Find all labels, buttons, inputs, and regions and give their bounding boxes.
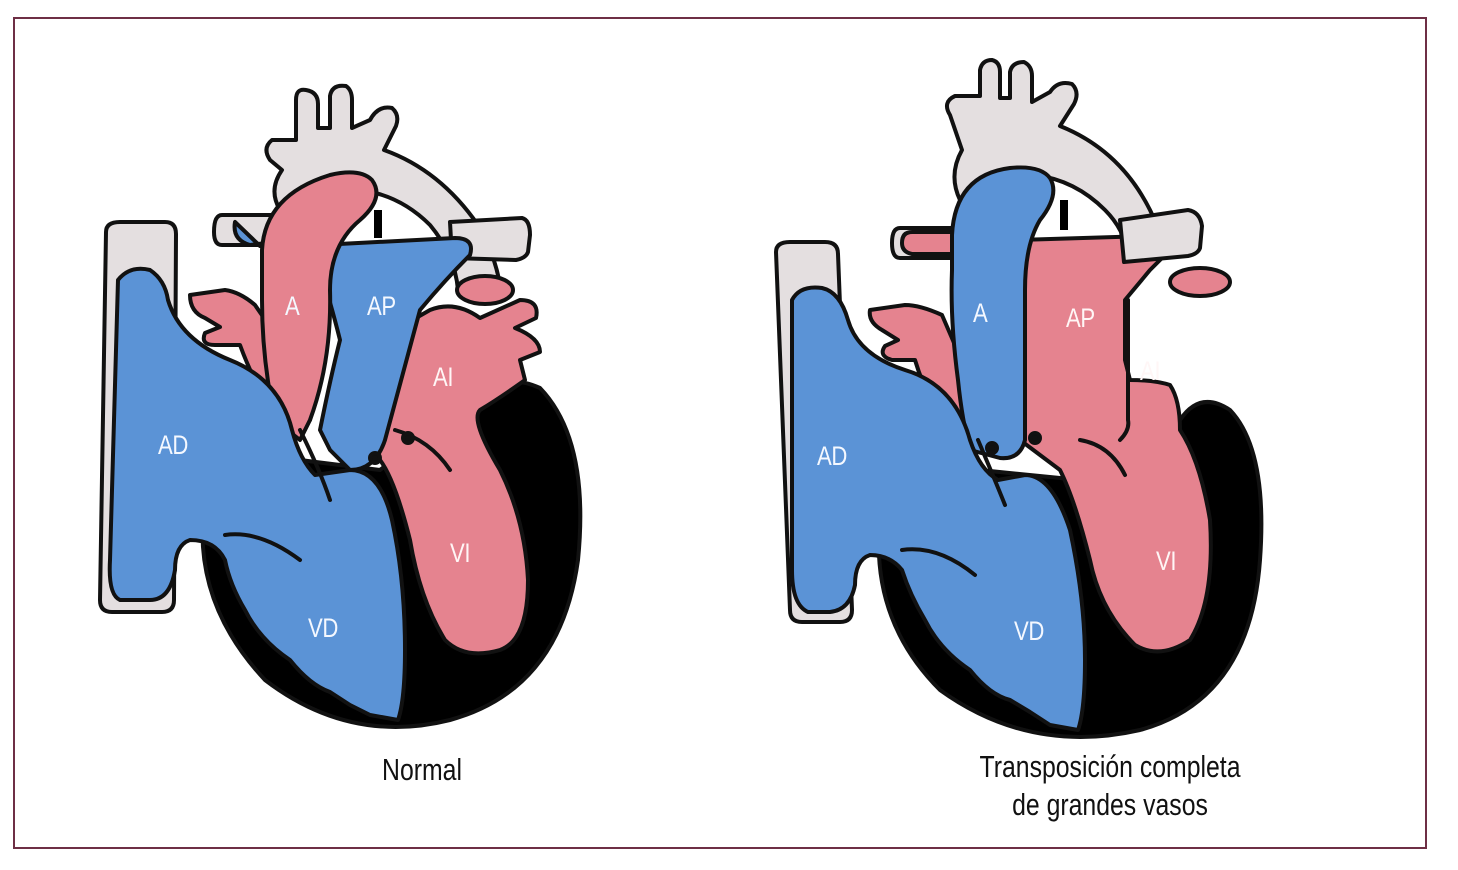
septum-line [298,428,332,502]
label-right-ventricle: VD [1014,616,1044,646]
label-left-atrium: AI [433,362,454,392]
valve-dot [401,431,415,445]
caption-line: Normal [382,752,462,787]
left-pulmonary-branch [1118,208,1204,264]
mitral-line [393,428,452,472]
mitral-line [1078,438,1127,477]
aorta [949,165,1056,461]
left-pulmonary-vein-end [1168,266,1232,298]
right-heart-blue [790,285,1087,732]
right-heart-blue [107,266,407,722]
label-left-atrium: AI [1140,356,1161,386]
label-right-ventricle: VD [308,613,338,643]
normal-heart-diagram [98,83,583,729]
caption-line: de grandes vasos [1012,787,1208,822]
label-aorta: A [285,291,300,321]
label-aorta: A [973,298,988,328]
valve-dot [985,441,999,455]
caption-transposition: Transposición completa de grandes vasos [950,748,1270,824]
label-left-ventricle: VI [1156,546,1177,576]
right-pulmonary-red [900,230,960,256]
label-right-atrium: AD [817,441,847,471]
left-pulmonary-vein-end [455,274,515,306]
label-pulmonary-artery: AP [1066,303,1095,333]
left-heart-red [1008,232,1213,654]
left-heart-red [358,298,542,656]
valve-dot [1028,431,1042,445]
atrial-division-line [1118,298,1131,442]
tricuspid-line [900,547,977,577]
caption-normal: Normal [342,751,502,789]
label-left-ventricle: VI [450,538,471,568]
normal-heart-panel: A AP AI AD VI VD Normal [98,83,583,789]
ductus-arteriosus [1060,200,1068,230]
label-right-atrium: AD [158,430,188,460]
septum-line [976,438,1007,507]
transposition-heart-diagram [774,58,1264,739]
tricuspid-line [223,532,302,562]
label-pulmonary-artery: AP [367,291,396,321]
valve-dot [368,451,382,465]
caption-line: Transposición completa [979,749,1241,784]
ductus-arteriosus [374,210,382,238]
transposition-heart-panel: A AP AI AD VI VD Transposición completa … [680,0,1409,870]
